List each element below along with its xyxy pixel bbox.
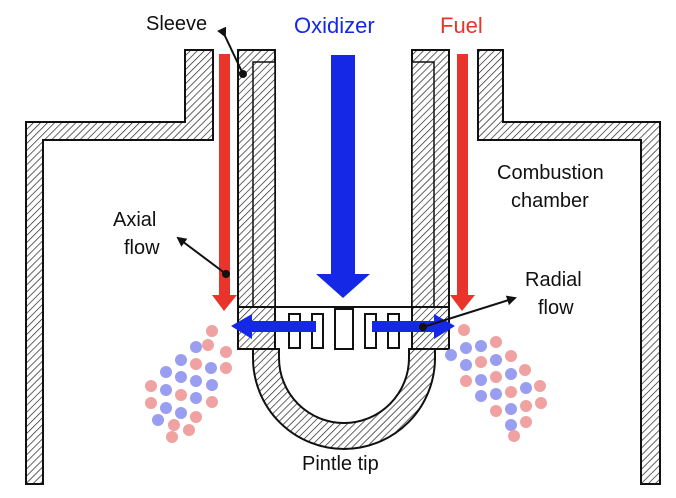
oxidizer-label: Oxidizer bbox=[294, 13, 375, 38]
fuel-droplet bbox=[475, 356, 487, 368]
fuel-droplet bbox=[505, 386, 517, 398]
fuel-droplet bbox=[508, 430, 520, 442]
oxidizer-droplet bbox=[175, 354, 187, 366]
fuel-droplet bbox=[206, 396, 218, 408]
fuel-droplet bbox=[490, 371, 502, 383]
fuel-droplet bbox=[519, 364, 531, 376]
chamber-wall-right bbox=[477, 49, 661, 485]
oxidizer-droplet bbox=[445, 349, 457, 361]
fuel-droplet bbox=[535, 397, 547, 409]
oxidizer-droplet bbox=[490, 354, 502, 366]
axial-flow-pointer bbox=[176, 236, 230, 278]
fuel-droplet bbox=[202, 339, 214, 351]
fuel-droplet bbox=[520, 400, 532, 412]
fuel-droplet bbox=[145, 397, 157, 409]
oxidizer-droplet bbox=[490, 388, 502, 400]
fuel-droplet bbox=[183, 424, 195, 436]
oxidizer-droplet bbox=[190, 341, 202, 353]
oxidizer-droplet bbox=[460, 359, 472, 371]
spray-right bbox=[445, 324, 547, 442]
oxidizer-arrow-left bbox=[231, 314, 316, 339]
fuel-droplet bbox=[505, 350, 517, 362]
oxidizer-arrow-right bbox=[372, 314, 455, 339]
axial-flow-label-line2: flow bbox=[124, 237, 160, 259]
oxidizer-droplet bbox=[475, 340, 487, 352]
fuel-droplet bbox=[490, 336, 502, 348]
oxidizer-droplet bbox=[460, 342, 472, 354]
chamber-wall bbox=[25, 49, 214, 485]
fuel-droplet bbox=[175, 389, 187, 401]
radial-flow-label-line1: Radial bbox=[525, 269, 582, 291]
fuel-arrow-left bbox=[212, 54, 237, 311]
oxidizer-droplet bbox=[505, 368, 517, 380]
oxidizer-droplet bbox=[475, 374, 487, 386]
fuel-droplet bbox=[168, 419, 180, 431]
fuel-droplet bbox=[145, 380, 157, 392]
oxidizer-droplet bbox=[160, 384, 172, 396]
fuel-droplet bbox=[166, 431, 178, 443]
radial-flow-pointer bbox=[419, 295, 517, 331]
pintle-slot bbox=[334, 308, 354, 350]
fuel-arrow-right bbox=[450, 54, 475, 311]
pintle-tip-shape bbox=[252, 348, 436, 450]
fuel-droplet bbox=[190, 411, 202, 423]
oxidizer-droplet bbox=[206, 379, 218, 391]
combustion-chamber-label-line2: chamber bbox=[511, 190, 589, 212]
fuel-droplet bbox=[458, 324, 470, 336]
oxidizer-droplet bbox=[175, 407, 187, 419]
combustion-chamber-label-line1: Combustion bbox=[497, 162, 604, 184]
oxidizer-droplet bbox=[205, 362, 217, 374]
spray-left bbox=[145, 325, 232, 443]
oxidizer-droplet bbox=[505, 419, 517, 431]
fuel-droplet bbox=[520, 416, 532, 428]
sleeve-right-inner bbox=[411, 61, 435, 308]
oxidizer-droplet bbox=[475, 390, 487, 402]
fuel-droplet bbox=[534, 380, 546, 392]
oxidizer-droplet bbox=[190, 375, 202, 387]
pintle-tip-label: Pintle tip bbox=[302, 453, 379, 475]
radial-flow-label-line2: flow bbox=[538, 297, 574, 319]
sleeve-label: Sleeve bbox=[146, 13, 207, 35]
oxidizer-droplet bbox=[160, 366, 172, 378]
sleeve-pointer bbox=[217, 26, 247, 78]
sleeve-left-inner bbox=[252, 61, 276, 308]
fuel-droplet bbox=[190, 358, 202, 370]
fuel-droplet bbox=[220, 362, 232, 374]
oxidizer-droplet bbox=[175, 371, 187, 383]
oxidizer-arrow-down bbox=[316, 55, 370, 298]
oxidizer-droplet bbox=[190, 392, 202, 404]
oxidizer-droplet bbox=[152, 414, 164, 426]
fuel-droplet bbox=[460, 375, 472, 387]
oxidizer-droplet bbox=[160, 402, 172, 414]
oxidizer-droplet bbox=[505, 403, 517, 415]
fuel-droplet bbox=[206, 325, 218, 337]
fuel-label: Fuel bbox=[440, 13, 483, 38]
axial-flow-label-line1: Axial bbox=[113, 209, 156, 231]
oxidizer-droplet bbox=[520, 382, 532, 394]
fuel-droplet bbox=[220, 346, 232, 358]
fuel-droplet bbox=[490, 405, 502, 417]
